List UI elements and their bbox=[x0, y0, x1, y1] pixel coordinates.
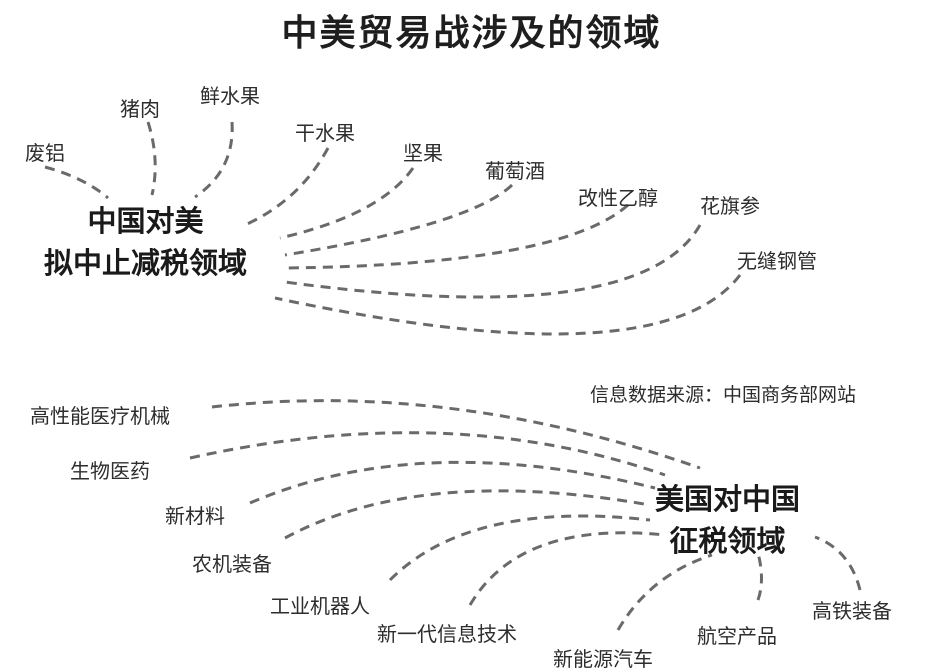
connector-putaojiu bbox=[284, 183, 514, 257]
china-hub-line1: 中国对美 bbox=[87, 204, 204, 238]
connector-xianshuiguo bbox=[194, 121, 234, 199]
item-gaixingyichun: 改性乙醇 bbox=[578, 186, 658, 210]
item-gaotie: 高铁装备 bbox=[812, 599, 892, 623]
item-nongjizhuangbei: 农机装备 bbox=[192, 552, 272, 576]
china-hub-line2: 拟中止减税领域 bbox=[44, 246, 248, 280]
item-xinnengyuan: 新能源汽车 bbox=[553, 647, 653, 671]
connector-xinnengyuan bbox=[616, 553, 713, 631]
connector-jianguo bbox=[279, 167, 415, 240]
item-feilv: 废铝 bbox=[25, 141, 65, 165]
item-hangkong: 航空产品 bbox=[697, 624, 777, 648]
connector-ganshuiguo bbox=[244, 147, 330, 227]
item-gongyejiqiren: 工业机器人 bbox=[270, 594, 370, 618]
connector-shengwuyiyao bbox=[189, 431, 666, 477]
connector-feilv bbox=[44, 165, 109, 200]
connector-zhurou bbox=[146, 121, 157, 196]
item-xianshuiguo: 鲜水果 bbox=[200, 84, 260, 108]
diagram-title: 中美贸易战涉及的领域 bbox=[281, 13, 662, 54]
source-note: 信息数据来源：中国商务部网站 bbox=[590, 384, 857, 406]
connector-gaixingyichun bbox=[284, 203, 629, 270]
connector-yiliaojixie bbox=[211, 399, 701, 470]
item-putaojiu: 葡萄酒 bbox=[485, 159, 545, 183]
connector-hangkong bbox=[756, 552, 763, 601]
item-yiliaojixie: 高性能医疗机械 bbox=[30, 404, 170, 428]
china-hub-label: 中国对美 拟中止减税领域 bbox=[44, 200, 247, 284]
connector-xincailiao bbox=[249, 460, 656, 505]
connector-xinyidai bbox=[468, 531, 666, 606]
us-hub-line2: 征税领域 bbox=[669, 524, 786, 558]
item-ganshuiguo: 干水果 bbox=[295, 121, 355, 145]
us-hub-line1: 美国对中国 bbox=[655, 482, 801, 516]
item-zhurou: 猪肉 bbox=[120, 97, 160, 121]
connector-nongjizhuangbei bbox=[284, 489, 651, 540]
item-shengwuyiyao: 生物医药 bbox=[70, 459, 150, 483]
us-hub-label: 美国对中国 征税领域 bbox=[655, 478, 800, 562]
item-xincailiao: 新材料 bbox=[165, 504, 225, 528]
item-huaqishen: 花旗参 bbox=[700, 194, 760, 218]
item-jianguo: 坚果 bbox=[403, 141, 443, 165]
connector-wufenggangguan bbox=[274, 274, 742, 336]
connector-gongyejiqiren bbox=[388, 514, 651, 582]
item-xinyidai: 新一代信息技术 bbox=[377, 622, 517, 646]
connector-huaqishen bbox=[284, 224, 702, 299]
item-wufenggangguan: 无缝钢管 bbox=[737, 249, 817, 273]
connector-gaotie bbox=[814, 535, 862, 591]
